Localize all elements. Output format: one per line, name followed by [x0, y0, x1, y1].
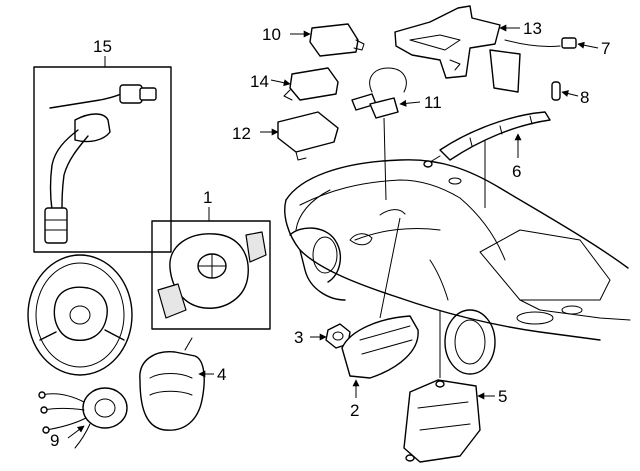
- callout-2: 2: [350, 401, 359, 420]
- part-1-driver-airbag: 1: [151, 188, 271, 330]
- callout-7: 7: [601, 39, 610, 58]
- callout-8: 8: [580, 88, 589, 107]
- steering-wheel: [27, 254, 133, 376]
- part-11-occupancy-sensor: 11: [351, 67, 442, 201]
- callout-10: 10: [262, 25, 281, 44]
- part-13-seat-mat: 13: [394, 5, 542, 79]
- part-12-control-module: 12: [232, 111, 339, 161]
- part-5-side-airbag: 5: [403, 310, 507, 463]
- callout-14: 14: [250, 72, 269, 91]
- callout-11: 11: [424, 93, 442, 112]
- callout-13: 13: [523, 19, 542, 38]
- part-6-curtain-airbag: 6: [423, 111, 551, 208]
- part-3-nut: 3: [294, 323, 351, 349]
- part-15-seatbelt-tensioner: 15: [33, 37, 172, 253]
- callout-3: 3: [294, 328, 303, 347]
- part-8-bulb: 8: [551, 81, 589, 107]
- part-14-front-sensor: 14: [250, 67, 339, 101]
- callout-12: 12: [232, 124, 251, 143]
- callout-4: 4: [217, 365, 226, 384]
- part-10-impact-sensor: 10: [262, 23, 365, 57]
- callout-15: 15: [93, 37, 112, 56]
- vehicle-outline: [284, 159, 631, 375]
- callout-9: 9: [50, 431, 59, 450]
- part-4-knee-airbag: 4: [139, 337, 226, 431]
- callout-5: 5: [498, 387, 507, 406]
- part-9-clockspring: 9: [38, 387, 128, 450]
- part-2-passenger-airbag: 2: [341, 217, 419, 420]
- part-7-harness-connector: 7: [489, 37, 610, 93]
- callout-6: 6: [512, 162, 521, 181]
- callout-1: 1: [203, 188, 212, 207]
